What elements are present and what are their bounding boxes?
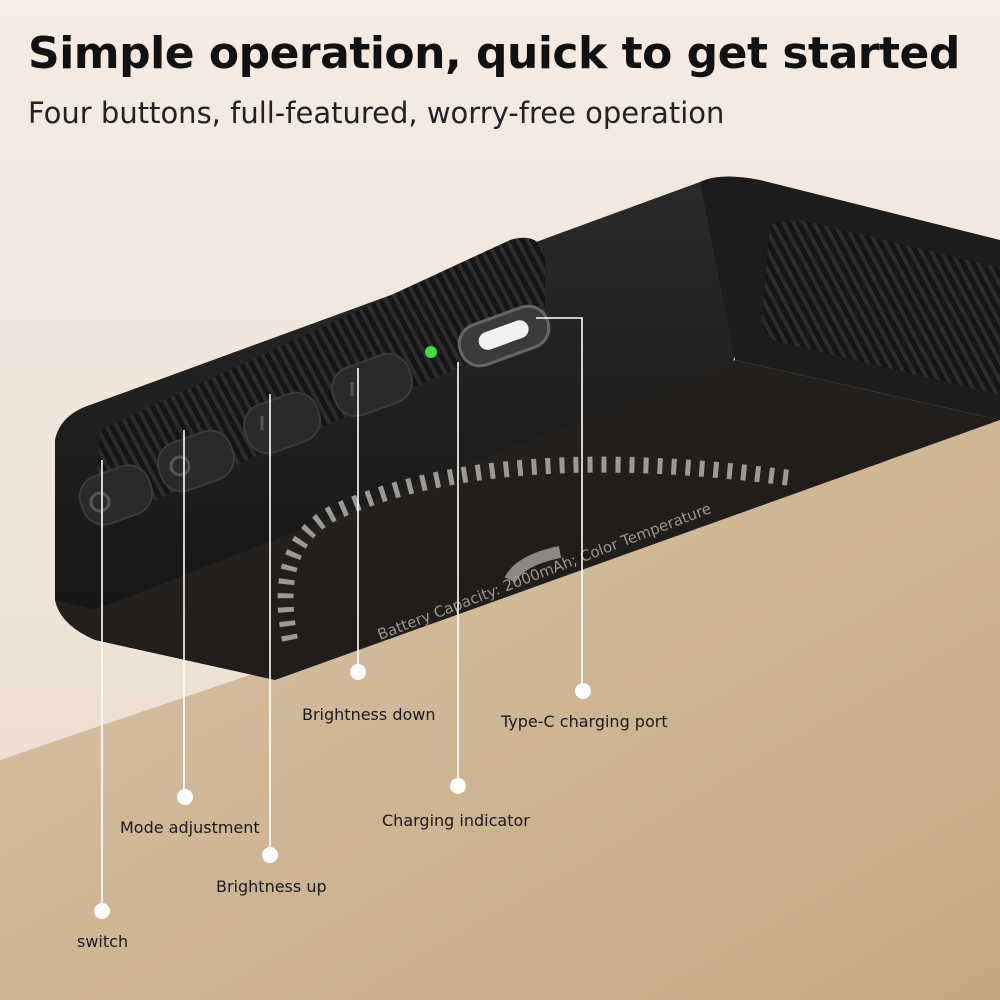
power-icon — [89, 491, 111, 513]
ribbed-grip-right — [762, 220, 1000, 395]
wireless-charging-rings — [277, 456, 792, 642]
button-switch[interactable] — [74, 459, 159, 531]
type-c-port[interactable] — [454, 301, 555, 372]
callout-brightness-up: Brightness up — [216, 877, 327, 896]
button-brightness-up[interactable] — [238, 387, 327, 460]
button-mode[interactable] — [152, 425, 241, 498]
callout-type-c-port: Type-C charging port — [501, 712, 668, 731]
callout-lines — [101, 317, 583, 910]
page-title: Simple operation, quick to get started — [28, 28, 960, 79]
callout-mode-adjustment: Mode adjustment — [120, 818, 260, 837]
charging-indicator-led — [425, 346, 437, 358]
callout-brightness-down: Brightness down — [302, 705, 436, 724]
callout-charging-indicator: Charging indicator — [382, 811, 530, 830]
callout-dots — [94, 664, 591, 919]
button-brightness-down[interactable] — [326, 348, 418, 422]
wooden-surface — [0, 420, 1000, 1000]
mode-icon — [169, 455, 191, 477]
page-subtitle: Four buttons, full-featured, worry-free … — [28, 96, 725, 130]
callout-switch: switch — [77, 932, 129, 951]
